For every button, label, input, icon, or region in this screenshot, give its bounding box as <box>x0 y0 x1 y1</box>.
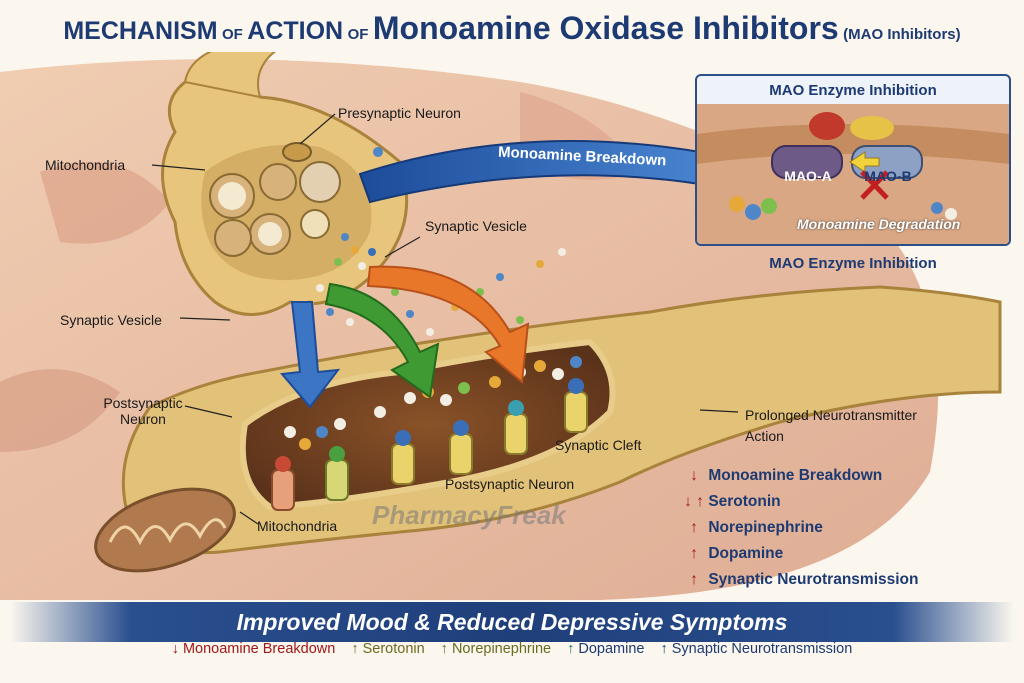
arrow-up-icon: ↑ <box>567 641 575 657</box>
release-arrow-orange <box>366 265 530 384</box>
effect-label: Norepinephrine <box>708 519 823 536</box>
footer-item: ↑ Dopamine <box>567 641 644 663</box>
mao-inhibition-inset: MAO Enzyme Inhibition MAO-A MAO-B Monoam… <box>695 74 1011 246</box>
effect-item: ↑ Dopamine <box>684 541 918 567</box>
effect-item: ↓ ↑ Serotonin <box>684 489 918 515</box>
footer-item: ↑ Synaptic Neurotransmission <box>660 641 852 663</box>
block-x-icon <box>860 170 889 200</box>
label-prolonged-action: Prolonged Neurotransmitter Action <box>745 407 917 444</box>
footer-label: Monoamine Breakdown <box>182 641 336 657</box>
watermark: PharmacyFreak <box>372 500 566 530</box>
footer-label: Synaptic Neurotransmission <box>671 641 853 657</box>
footer-item: ↑ Serotonin <box>351 641 424 663</box>
label-synaptic-cleft: Synaptic Cleft <box>555 437 642 453</box>
inhibition-arrow <box>849 151 880 173</box>
tissue-fold <box>0 369 120 452</box>
receptors <box>271 378 588 511</box>
outcome-banner-text: Improved Mood & Reduced Depressive Sympt… <box>236 609 788 635</box>
mitochondrion-bottom <box>94 487 236 573</box>
effect-label: Monoamine Breakdown <box>708 467 883 484</box>
outcome-banner: Improved Mood & Reduced Depressive Sympt… <box>10 602 1014 642</box>
arrow-up-icon: ↑ <box>690 545 698 562</box>
label-postsynaptic-neuron-left: Postsynaptic Neuron <box>103 395 183 427</box>
arrow-up-down-icon: ↓ ↑ <box>684 493 704 510</box>
mao-b-label: MAO-B <box>864 168 912 184</box>
label-synaptic-vesicle-left: Synaptic Vesicle <box>60 312 162 328</box>
effect-label: Serotonin <box>708 493 781 510</box>
arrow-up-icon: ↑ <box>440 641 448 657</box>
footer-summary: ↓ Monoamine Breakdown ↑ Serotonin ↑ Nore… <box>0 641 1024 663</box>
title-of-1: of <box>221 26 243 43</box>
release-arrow-blue <box>280 301 341 409</box>
mitochondrion-top <box>282 142 312 162</box>
title-abbreviation: (MAO Inhibitors) <box>843 26 961 43</box>
label-mitochondria-bottom: Mitochondria <box>257 518 338 534</box>
arrow-up-icon: ↑ <box>660 641 668 657</box>
effect-item: ↑ Norepinephrine <box>684 515 918 541</box>
effect-label: Synaptic Neurotransmission <box>708 571 919 588</box>
arrow-up-icon: ↑ <box>690 571 698 588</box>
arrow-down-icon: ↓ <box>690 467 698 484</box>
footer-item: ↓ Monoamine Breakdown <box>172 641 336 663</box>
inset-illustration <box>697 104 1009 244</box>
title-action: ACTION <box>247 17 344 45</box>
presynaptic-vesicles <box>209 161 341 257</box>
title-mechanism: MECHANISM <box>63 17 218 45</box>
presynaptic-axon <box>183 52 276 99</box>
label-synaptic-vesicle-right: Synaptic Vesicle <box>425 218 527 234</box>
footer-label: Serotonin <box>362 641 425 657</box>
label-mitochondria-top: Mitochondria <box>45 157 126 173</box>
arrow-up-icon: ↑ <box>351 641 359 657</box>
tissue-fold <box>40 162 170 244</box>
title-of-2: of <box>347 26 369 43</box>
label-presynaptic-neuron: Presynaptic Neuron <box>338 105 461 121</box>
effects-list: ↓ Monoamine Breakdown ↓ ↑ Serotonin ↑ No… <box>684 463 918 593</box>
footer-item: ↑ Norepinephrine <box>441 641 551 663</box>
footer-label: Norepinephrine <box>451 641 552 657</box>
arrow-up-icon: ↑ <box>690 519 698 536</box>
label-postsynaptic-neuron-center: Postsynaptic Neuron <box>445 476 575 492</box>
inset-caption: MAO Enzyme Inhibition <box>769 255 937 272</box>
arrow-down-icon: ↓ <box>171 641 179 657</box>
page-title: MECHANISM of ACTION of Monoamine Oxidase… <box>0 10 1024 47</box>
effect-item: ↑ Synaptic Neurotransmission <box>684 567 918 593</box>
monoamine-degradation-label: Monoamine Degradation <box>797 216 961 232</box>
mao-a-enzyme <box>771 145 843 179</box>
mao-a-label: MAO-A <box>784 168 832 184</box>
effect-item: ↓ Monoamine Breakdown <box>684 463 918 489</box>
inset-title: MAO Enzyme Inhibition <box>769 82 937 99</box>
title-drug-class: Monoamine Oxidase Inhibitors <box>372 10 839 46</box>
leader-lines <box>151 113 739 525</box>
release-arrow-green <box>324 282 440 399</box>
footer-label: Dopamine <box>578 641 645 657</box>
effect-label: Dopamine <box>708 545 784 562</box>
